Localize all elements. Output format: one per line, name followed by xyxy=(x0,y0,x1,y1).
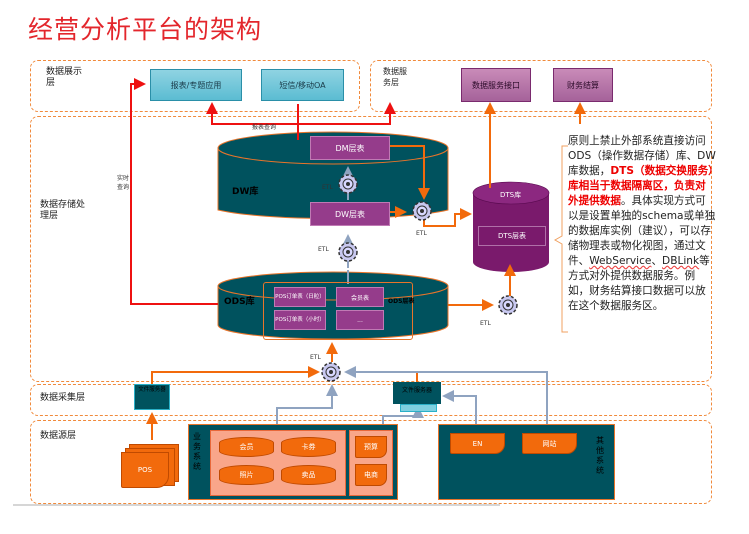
dw-table-box: DW层表 xyxy=(310,202,390,226)
file-server-right-base xyxy=(400,404,437,412)
file-server-label: 文件服务器 xyxy=(401,387,432,394)
layer-label-collect: 数据采集层 xyxy=(40,393,86,403)
ods-db-label: ODS库 xyxy=(224,297,255,307)
doc-website: 网站 xyxy=(522,433,577,454)
ods-table-group xyxy=(263,282,413,340)
ods-table-pos-hourly: POS订单表（小时） xyxy=(274,310,326,330)
file-server-label: 文件服务器 xyxy=(138,387,166,393)
note-dblink: DBLink xyxy=(662,255,700,267)
business-systems-label: 业务系统 xyxy=(193,432,201,471)
gear-icon xyxy=(321,362,341,382)
dm-table-box: DM层表 xyxy=(310,136,390,160)
etl-label: ETL xyxy=(310,354,321,361)
dts-cylinder xyxy=(472,181,550,272)
note-text: 、 xyxy=(651,255,663,267)
layer-label-service: 数据服务层 xyxy=(383,67,407,87)
zone-collect-layer xyxy=(30,384,712,416)
etl-label: ETL xyxy=(318,246,329,253)
dts-table-box: DTS层表 xyxy=(478,226,546,246)
file-server-left: 文件服务器 xyxy=(134,384,170,410)
pos-doc: POS xyxy=(121,452,169,488)
zone-storage-layer xyxy=(30,116,712,382)
note-text: 原则上禁止外部系统直接访问ODS（操作数据存储）库、DW库数据， xyxy=(568,135,716,177)
db-merch: 卖品 xyxy=(281,465,336,485)
layer-label-storage: 数据存储处理层 xyxy=(40,200,86,221)
layer-label-source: 数据源层 xyxy=(40,431,77,441)
zone-service-layer xyxy=(370,60,712,112)
zone-source-layer xyxy=(30,420,712,504)
db-photo: 照片 xyxy=(219,465,274,485)
db-coupon: 卡券 xyxy=(281,437,336,457)
layer-label-display: 数据展示层 xyxy=(46,67,83,88)
gear-icon xyxy=(498,295,518,315)
realtime-query-label: 实时查询 xyxy=(117,175,130,191)
gear-icon xyxy=(338,242,358,262)
ods-table-member: 会员表 xyxy=(336,287,384,307)
gear-icon xyxy=(412,201,432,221)
zone-display-layer xyxy=(30,60,360,112)
doc-ecommerce: 电商 xyxy=(355,464,387,486)
page-title: 经营分析平台的架构 xyxy=(28,15,263,44)
doc-budget: 预算 xyxy=(355,436,387,458)
db-member: 会员 xyxy=(219,437,274,457)
note-text: 。具体实现方式可以是设置单独的schema或单独的数据库实例（建议），可以存储物… xyxy=(568,195,716,267)
note-webservice: WebService xyxy=(589,255,652,267)
bottom-divider xyxy=(13,504,500,506)
ods-table-pos-daily: POS订单表（日粒） xyxy=(274,287,326,307)
etl-label: ETL xyxy=(416,230,427,237)
data-service-api-box: 数据服务接口 xyxy=(461,68,531,102)
file-server-right: 文件服务器 xyxy=(393,382,441,404)
finance-settlement-box: 财务结算 xyxy=(553,68,613,102)
gear-icon xyxy=(338,174,358,194)
ods-layer-label: ODS层表 xyxy=(388,298,415,305)
report-query-label: 报表查询 xyxy=(252,124,277,131)
other-systems-label: 其他系统 xyxy=(596,436,604,475)
dw-db-label: DW库 xyxy=(232,187,259,197)
etl-label: ETL xyxy=(480,320,491,327)
sms-oa-box: 短信/移动OA xyxy=(261,69,344,101)
dts-db-label: DTS库 xyxy=(500,191,522,199)
ods-table-more: ... xyxy=(336,310,384,330)
doc-en: EN xyxy=(450,433,505,454)
note-text: 等方式对外提供数据服务。例如，财务结算接口数据可以放在这个数据服务区。 xyxy=(568,255,710,312)
etl-label: ETL xyxy=(322,184,333,191)
note-highlight: DTS（数据交换服务）库相当于数据隔离区，负责对外提供数据 xyxy=(568,165,714,207)
description-note: 原则上禁止外部系统直接访问ODS（操作数据存储）库、DW库数据，DTS（数据交换… xyxy=(568,134,716,314)
report-app-box: 报表/专题应用 xyxy=(150,69,242,101)
